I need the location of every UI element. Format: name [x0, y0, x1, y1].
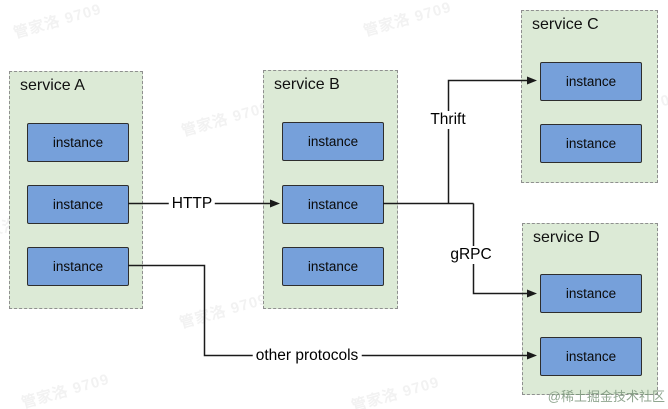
service-d-instance-1: instance	[540, 274, 642, 313]
edge-thrift-arrow	[447, 76, 537, 204]
diagonal-watermark: 管家洛 9709	[19, 370, 112, 409]
edge-label-other-protocols: other protocols	[252, 347, 362, 365]
service-c-group: service C instance instance	[521, 10, 658, 183]
service-b-instance-1: instance	[282, 122, 384, 161]
watermark-credit: @稀土掘金技术社区	[547, 389, 665, 404]
service-d-group: service D instance instance	[522, 223, 658, 395]
service-a-instance-3: instance	[27, 247, 129, 286]
edge-label-grpc: gRPC	[447, 246, 495, 264]
service-b-instance-3: instance	[282, 247, 384, 286]
edge-label-http: HTTP	[168, 195, 216, 213]
diagonal-watermark: 管家洛 9709	[177, 290, 270, 333]
service-a-title: service A	[20, 77, 85, 94]
service-a-instance-2: instance	[27, 185, 129, 224]
service-d-title: service D	[533, 229, 600, 246]
service-a-instance-1: instance	[27, 123, 129, 162]
service-d-instance-2: instance	[540, 337, 642, 376]
edge-label-thrift: Thrift	[427, 111, 469, 129]
service-c-instance-2: instance	[540, 124, 642, 163]
diagonal-watermark: 管家洛 9709	[179, 98, 272, 141]
service-b-group: service B instance instance instance	[263, 70, 398, 309]
service-c-instance-1: instance	[540, 62, 642, 101]
diagonal-watermark: 管家洛 9709	[349, 373, 442, 409]
diagonal-watermark: 管家洛 9709	[361, 0, 454, 41]
service-b-instance-2: instance	[282, 185, 384, 224]
diagonal-watermark: 管家洛 9709	[11, 0, 104, 43]
service-b-title: service B	[274, 76, 340, 93]
service-a-group: service A instance instance instance	[9, 71, 143, 309]
service-c-title: service C	[532, 16, 599, 33]
